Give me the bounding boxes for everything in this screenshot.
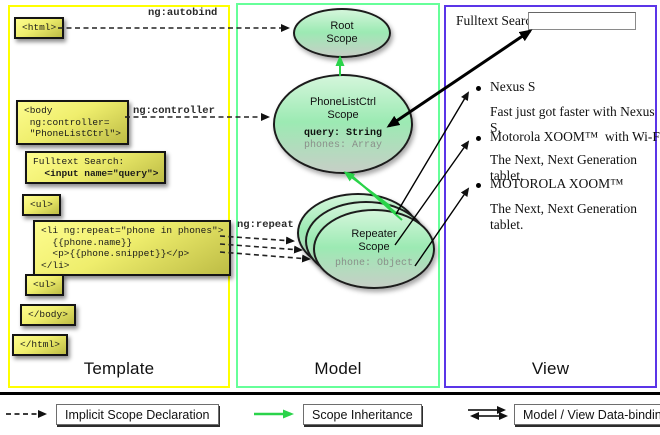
view-panel: View xyxy=(444,5,657,388)
root-scope-ellipse: Root Scope xyxy=(293,8,391,58)
label-ng-repeat: ng:repeat xyxy=(237,219,294,231)
legend-scope-inheritance: Scope Inheritance xyxy=(303,404,422,425)
code-html-close: </html> xyxy=(12,334,68,356)
repeater-scope-label: Repeater Scope xyxy=(351,227,397,253)
code-li-repeat: <li ng:repeat="phone in phones"> {{phone… xyxy=(33,220,232,276)
code-ul-open: <ul> xyxy=(22,194,61,216)
root-scope-label: Root Scope xyxy=(326,20,358,45)
legend-model-view-binding: Model / View Data-binding xyxy=(514,404,660,425)
legend-implicit-scope: Implicit Scope Declaration xyxy=(56,404,219,425)
code-fulltext-input: <input name="query"> xyxy=(33,167,159,179)
view-panel-title: View xyxy=(531,359,570,378)
bullet-item-3 xyxy=(476,183,481,188)
phonelistctrl-prop-query: query: String xyxy=(303,127,382,139)
phonelistctrl-scope-label: PhoneListCtrl Scope xyxy=(309,95,377,121)
view-search-input[interactable] xyxy=(528,12,636,30)
view-item-name: Nexus S xyxy=(490,79,536,94)
code-ul-close: <ul> xyxy=(25,274,64,296)
view-item-desc: The Next, Next Generation tablet. xyxy=(490,152,637,183)
bullet-item-2 xyxy=(476,136,481,141)
code-body-close: </body> xyxy=(20,304,76,326)
view-item-name: Motorola XOOM™ with Wi-Fi xyxy=(490,129,660,144)
view-item-desc: The Next, Next Generation tablet. xyxy=(490,201,637,232)
model-panel-title: Model xyxy=(314,359,362,378)
dashed-arrow-icon xyxy=(6,410,47,418)
legend-separator xyxy=(0,392,660,395)
repeater-scope-ellipse-front: Repeater Scope phone: Object xyxy=(313,209,435,289)
view-item-name: MOTOROLA XOOM™ xyxy=(490,176,624,191)
repeater-prop-phone: phone: Object xyxy=(334,257,413,269)
green-arrow-icon xyxy=(254,409,294,419)
code-fulltext-label: Fulltext Search: xyxy=(33,156,125,167)
double-arrow-icon xyxy=(468,406,508,420)
code-body-open: <body ng:controller= "PhoneListCtrl"> xyxy=(16,100,129,145)
template-panel-title: Template xyxy=(83,359,155,378)
view-search-label: Fulltext Search: xyxy=(456,13,542,28)
code-html-open: <html> xyxy=(14,17,65,39)
label-ng-controller: ng:controller xyxy=(133,105,215,117)
phonelistctrl-prop-phones: phones: Array xyxy=(303,140,382,151)
label-ng-autobind: ng:autobind xyxy=(148,7,218,19)
phonelistctrl-scope-ellipse: PhoneListCtrl Scope query: String phones… xyxy=(273,74,413,174)
bullet-item-1 xyxy=(476,86,481,91)
code-fulltext: Fulltext Search: <input name="query"> xyxy=(25,151,167,184)
